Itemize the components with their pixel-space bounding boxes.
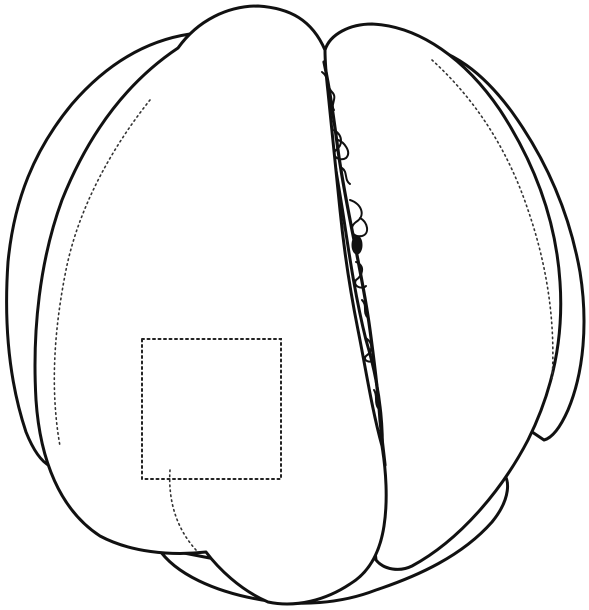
vessel-node-1 xyxy=(352,236,362,254)
